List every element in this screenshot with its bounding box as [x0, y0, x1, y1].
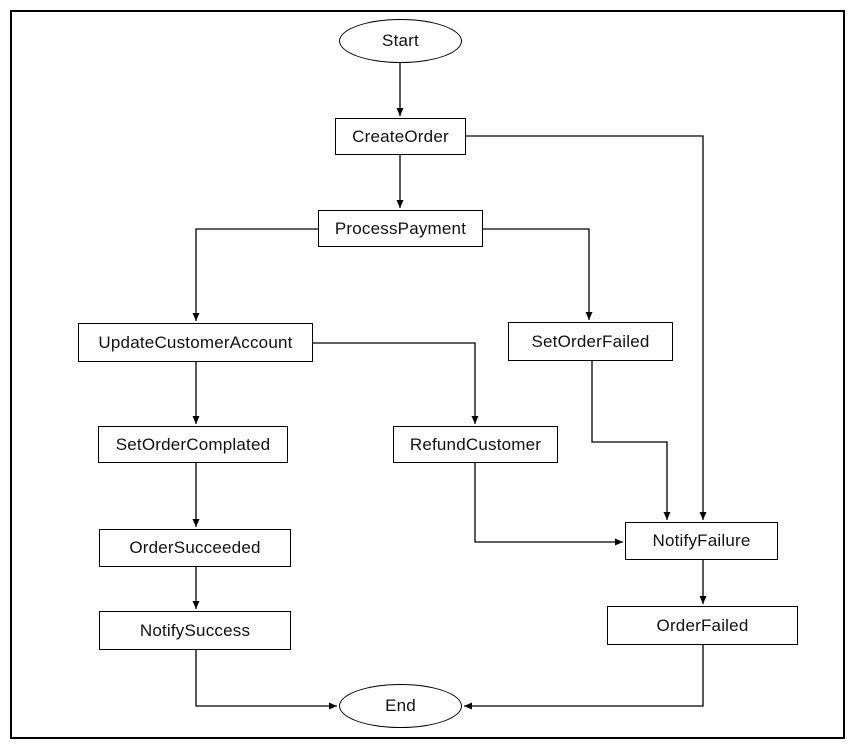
node-notify-success: NotifySuccess	[99, 611, 291, 650]
node-set-order-complated: SetOrderComplated	[98, 426, 288, 463]
edge-createorder-to-notifyfailure	[466, 135, 707, 520]
node-order-succeeded: OrderSucceeded	[99, 529, 291, 567]
edge-setorderfailed-to-notifyfailure	[591, 361, 671, 520]
node-start: Start	[339, 19, 462, 63]
node-update-customer-account: UpdateCustomerAccount	[78, 323, 313, 362]
node-create-order: CreateOrder	[335, 118, 466, 155]
node-set-order-failed: SetOrderFailed	[508, 322, 673, 361]
edge-orderfailed-to-end	[464, 645, 704, 710]
node-refund-customer: RefundCustomer	[393, 426, 558, 463]
edge-refundcustomer-to-notifyfailure	[474, 463, 623, 546]
edge-processpayment-to-updatecustomeraccount	[192, 228, 318, 321]
edge-notifysuccess-to-end	[195, 650, 337, 710]
edge-processpayment-to-setorderfailed	[483, 228, 593, 320]
diagram-border-frame	[10, 10, 845, 739]
node-process-payment: ProcessPayment	[318, 210, 483, 247]
node-notify-failure: NotifyFailure	[625, 522, 778, 560]
edge-updatecustomeraccount-to-refundcustomer	[313, 342, 479, 424]
node-end: End	[339, 684, 462, 728]
node-order-failed: OrderFailed	[607, 606, 798, 645]
